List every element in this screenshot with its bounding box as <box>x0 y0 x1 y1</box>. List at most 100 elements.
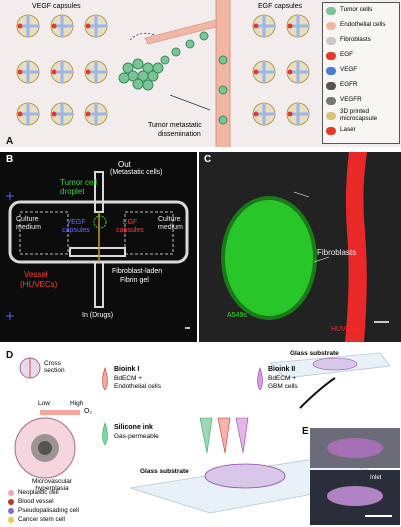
panel-a: VEGF capsules EGF capsules Tumor metasta… <box>0 0 401 147</box>
egf-capsule <box>252 14 276 38</box>
tumor-droplet-label: Tumor cell droplet <box>60 178 98 196</box>
vegf-capsule <box>84 14 108 38</box>
legend-a-label: Fibroblasts <box>340 36 371 44</box>
legend-a-label: Laser <box>340 126 356 134</box>
legend-a-label: VEGF <box>340 66 358 74</box>
high-label: High <box>70 400 84 407</box>
printed-construct <box>204 463 286 489</box>
endothelial-cell-icon <box>326 21 336 30</box>
bioink-i-drop <box>102 367 108 391</box>
microvascular-label: Microvascular hyperplasia <box>31 478 73 492</box>
blood-vessel-branch <box>144 19 217 45</box>
egf-capsule <box>286 102 310 126</box>
vessel-sub-label: (HUVECs) <box>20 280 58 289</box>
fibroblasts-label: Fibroblasts <box>317 248 357 257</box>
vegf-capsule <box>84 60 108 84</box>
egf-capsule <box>252 60 276 84</box>
panel-b: Tumor cell droplet Out (Metastatic cells… <box>0 152 197 342</box>
bioink-ii-line2: GBM cells <box>268 383 298 390</box>
legend-d-label: Neoplastic cell <box>18 489 59 496</box>
culture-medium-left: Culture medium <box>16 216 41 231</box>
legend-a-item: Laser <box>323 123 399 138</box>
pseudopalisading-cell-icon <box>8 507 14 514</box>
panel-d-bioprinting-illustration <box>14 352 401 525</box>
legend-a-label: Endothelial cells <box>340 21 386 29</box>
low-label: Low <box>38 400 50 407</box>
vegf-icon <box>326 66 336 75</box>
tumor-cluster <box>118 31 228 125</box>
panel-d-label: D <box>6 350 14 361</box>
huvecs-label: HUVECs <box>331 326 360 333</box>
panel-c-label: C <box>204 154 212 165</box>
legend-a-item: Fibroblasts <box>323 33 399 48</box>
legend-a-label: Tumor cells <box>340 6 373 14</box>
panel-b-device-photo <box>0 152 197 342</box>
legend-a-item: EGF <box>323 48 399 63</box>
legend-a-item: 3D printed microcapsule <box>323 108 399 123</box>
legend-d-label: Blood vessel <box>18 498 54 505</box>
panel-c-fluorescence-image <box>199 152 401 342</box>
out-sub-label: (Metastatic cells) <box>110 169 163 176</box>
glass-substrate-bottom-label: Glass substrate <box>140 468 189 475</box>
microcapsule-icon <box>326 111 336 120</box>
bioink-i-line1: BdECM + <box>114 375 142 382</box>
vegf-capsules-label: VEGF capsules <box>62 219 90 234</box>
dissemination-arrow <box>169 94 211 111</box>
egf-icon <box>326 51 336 60</box>
o2-label: O₂ <box>84 408 93 415</box>
panel-a-label: A <box>6 136 14 147</box>
vegf-capsule <box>16 60 40 84</box>
vegf-capsule <box>50 102 74 126</box>
center-caption-2: dissemination <box>158 131 201 138</box>
process-arrow <box>299 377 336 409</box>
panel-e-label: E <box>302 426 309 437</box>
vessel-label: Vessel <box>24 270 48 279</box>
legend-d-item: Neoplastic cell <box>8 488 128 497</box>
bioink-ii-line1: BdECM + <box>268 375 296 382</box>
neoplastic-cell-icon <box>8 489 14 496</box>
legend-d-item: Blood vessel <box>8 497 128 506</box>
nozzle-bioink-i <box>217 417 231 454</box>
cross-section-label: Cross section <box>44 360 65 374</box>
legend-a-label: 3D printed microcapsule <box>340 108 378 122</box>
vegf-capsules-title: VEGF capsules <box>32 3 81 10</box>
in-drugs-label: In (Drugs) <box>82 312 114 319</box>
vegf-capsule <box>16 14 40 38</box>
legend-d-label: Cancer stem cell <box>18 516 65 523</box>
legend-d-item: Pseudopalisading cell <box>8 506 128 515</box>
bioink-i-line2: Endothelial cells <box>114 383 161 390</box>
legend-d-label: Pseudopalisading cell <box>18 507 79 514</box>
legend-a-item: Endothelial cells <box>323 18 399 33</box>
panel-c: Fibroblasts A549s HUVECs <box>199 152 401 342</box>
legend-a-item: VEGF <box>323 63 399 78</box>
nozzle-bioink-ii <box>235 417 249 454</box>
legend-a-label: VEGFR <box>340 96 362 104</box>
legend-a-item: VEGFR <box>323 93 399 108</box>
nozzle-silicone <box>199 417 213 454</box>
legend-a-label: EGFR <box>340 81 358 89</box>
a549s-label: A549s <box>227 312 247 319</box>
blood-vessel-icon <box>8 498 14 505</box>
culture-medium-right: Culture medium <box>158 216 183 231</box>
egf-capsules-title: EGF capsules <box>258 3 302 10</box>
a549-tumor-spheroid <box>225 200 313 316</box>
o2-gradient-bar <box>40 410 80 415</box>
panel-b-label: B <box>6 154 14 165</box>
vegfr-icon <box>326 96 336 105</box>
legend-a-item: Tumor cells <box>323 3 399 18</box>
legend-a-label: EGF <box>340 51 353 59</box>
panel-a-illustration <box>16 0 310 147</box>
vegf-capsule <box>84 102 108 126</box>
vegf-capsule <box>50 14 74 38</box>
huvec-vessel <box>345 152 367 342</box>
cancer-stem-cell-icon <box>8 516 14 523</box>
tumor-droplet-marker <box>93 215 107 229</box>
legend-d-item: Cancer stem cell <box>8 515 128 524</box>
panel-d: Cross section Low High O₂ Microvascular … <box>0 348 401 527</box>
vegf-capsule <box>16 102 40 126</box>
inlet-label: Inlet <box>370 475 382 481</box>
fibroblast-label: Fibroblast-laden <box>112 268 163 275</box>
tumor-cell-icon <box>326 6 336 15</box>
